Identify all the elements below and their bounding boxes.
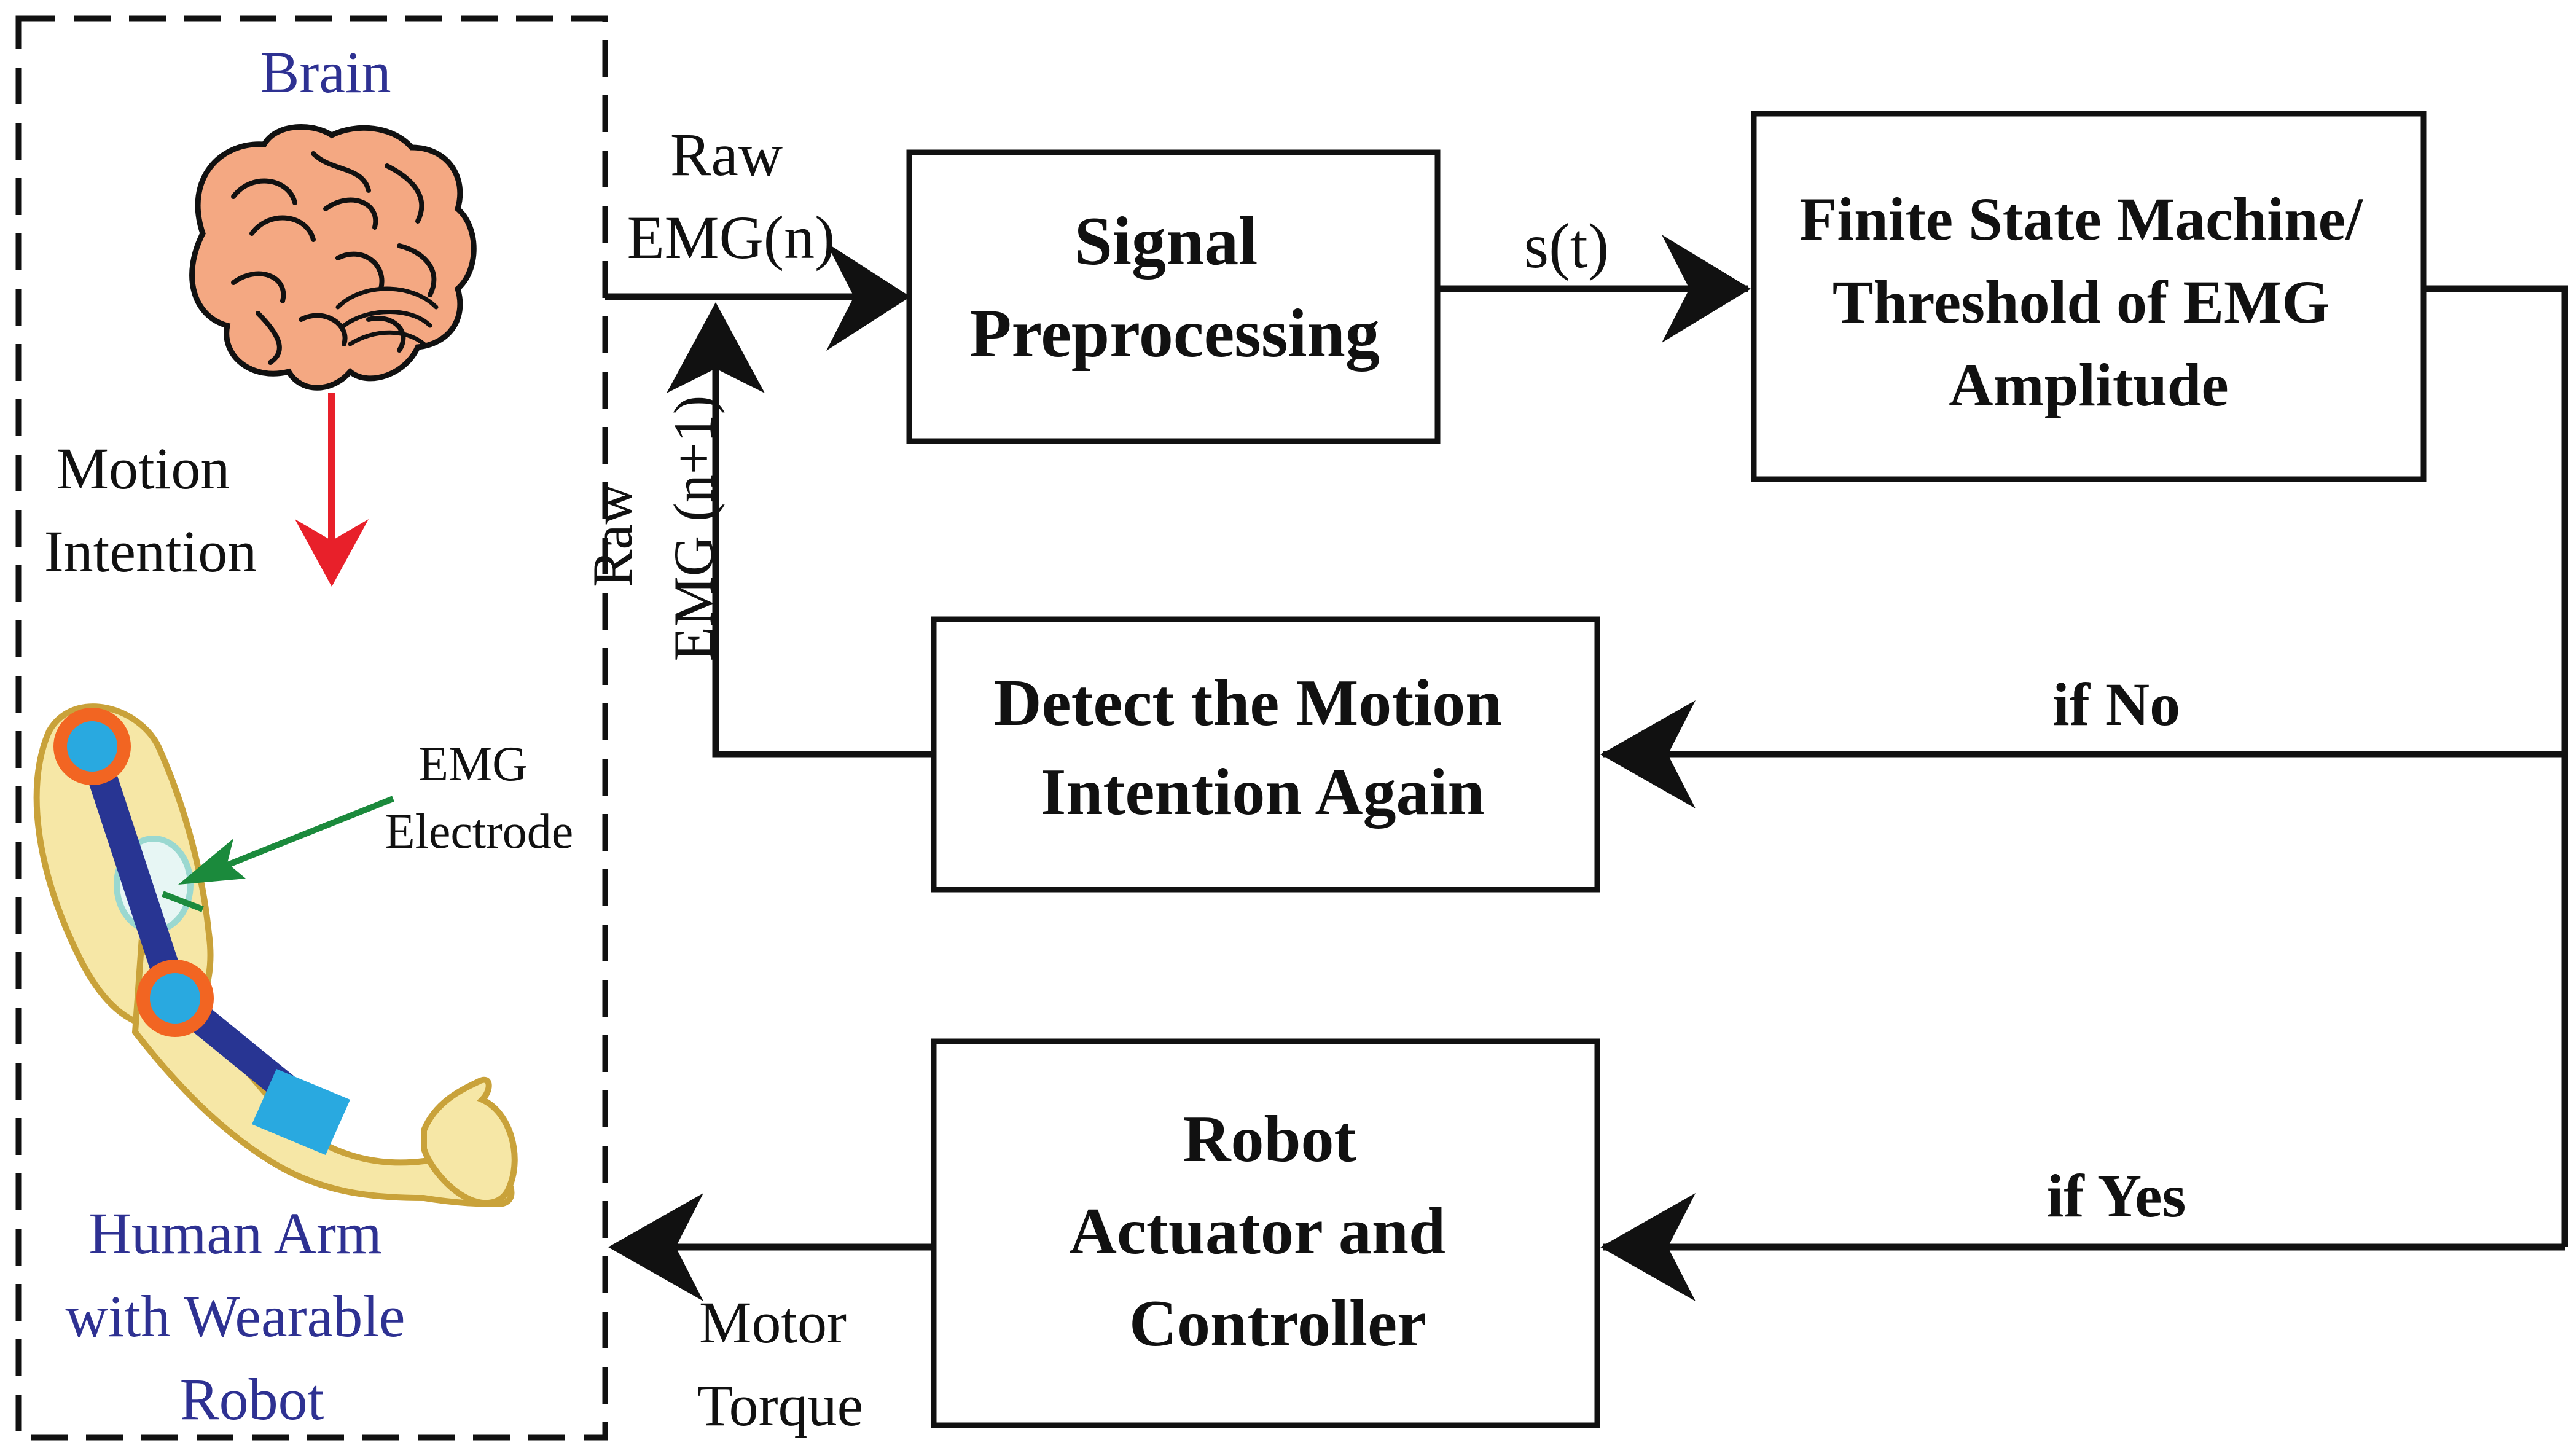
raw-emg-n-label: Raw EMG(n) xyxy=(627,120,835,272)
motion-intention-line-2: Intention xyxy=(44,519,257,584)
s-t-arrowhead xyxy=(1662,235,1751,343)
emg-electrode-pointer-head xyxy=(178,839,246,885)
detect-motion-line-2: Intention Again xyxy=(1040,756,1484,829)
robot-actuator-block xyxy=(931,1038,1600,1428)
motion-intention-label: Motion Intention xyxy=(44,436,257,584)
if-no-label: if No xyxy=(2052,670,2180,738)
signal-preprocessing-label: Signal Preprocessing xyxy=(969,203,1380,372)
emg-electrode-line-1: EMG xyxy=(418,737,528,791)
human-system-panel xyxy=(15,15,608,1441)
raw-emg-n-line-1: Raw xyxy=(670,120,783,189)
finite-state-machine-line-3: Amplitude xyxy=(1949,351,2229,419)
finite-state-machine-label: Finite State Machine/ Threshold of EMG A… xyxy=(1799,185,2378,419)
brain-icon xyxy=(189,124,477,391)
motor-torque-label: Motor Torque xyxy=(697,1290,864,1438)
human-arm-line-1: Human Arm xyxy=(88,1200,381,1266)
fsm-output-bus xyxy=(2423,285,2568,1247)
motion-intention-line-1: Motion xyxy=(57,436,230,501)
human-arm-label: Human Arm with Wearable Robot xyxy=(66,1200,420,1432)
emg-electrode-pointer xyxy=(208,796,394,875)
raw-emg-n1-label: Raw EMG (n+1) xyxy=(581,396,725,662)
raw-emg-n1-line-2: EMG (n+1) xyxy=(662,396,725,662)
robot-actuator-label: Robot Actuator and Controller xyxy=(1069,1103,1462,1360)
brain-label: Brain xyxy=(260,39,391,105)
human-arm-line-2: with Wearable xyxy=(66,1283,405,1349)
detect-motion-block xyxy=(931,616,1600,893)
detect-motion-label: Detect the Motion Intention Again xyxy=(994,667,1519,829)
detect-motion-line-1: Detect the Motion xyxy=(994,667,1503,740)
raw-emg-n-arrowhead xyxy=(826,243,910,351)
raw-emg-n-line-2: EMG(n) xyxy=(627,203,835,272)
raw-emg-n1-arrowhead xyxy=(667,302,765,393)
motor-torque-line-2: Torque xyxy=(697,1372,864,1438)
raw-emg-n1-line-1: Raw xyxy=(581,483,644,587)
if-yes-label: if Yes xyxy=(2047,1162,2186,1230)
robot-actuator-line-1: Robot xyxy=(1183,1103,1356,1176)
human-arm-line-3: Robot xyxy=(180,1366,324,1432)
raw-emg-n1-path xyxy=(712,344,934,758)
if-no-arrowhead xyxy=(1600,700,1696,808)
finite-state-machine-line-2: Threshold of EMG xyxy=(1833,268,2330,336)
if-yes-arrowhead xyxy=(1600,1193,1696,1301)
finite-state-machine-line-1: Finite State Machine/ xyxy=(1799,185,2363,253)
signal-preprocessing-line-2: Preprocessing xyxy=(969,296,1380,372)
emg-electrode-label: EMG Electrode xyxy=(385,737,573,859)
motion-intention-arrowhead xyxy=(295,519,369,587)
signal-preprocessing-line-1: Signal xyxy=(1074,203,1258,280)
motor-torque-line-1: Motor xyxy=(699,1290,847,1355)
signal-preprocessing-block xyxy=(906,149,1441,444)
emg-electrode-line-2: Electrode xyxy=(385,805,573,859)
finite-state-machine-block xyxy=(1751,111,2427,482)
motor-torque-arrowhead xyxy=(608,1193,703,1301)
robot-actuator-line-3: Controller xyxy=(1129,1287,1426,1360)
robot-actuator-line-2: Actuator and xyxy=(1069,1195,1445,1268)
human-arm-robot-icon xyxy=(33,703,518,1208)
s-t-label: s(t) xyxy=(1524,211,1610,281)
